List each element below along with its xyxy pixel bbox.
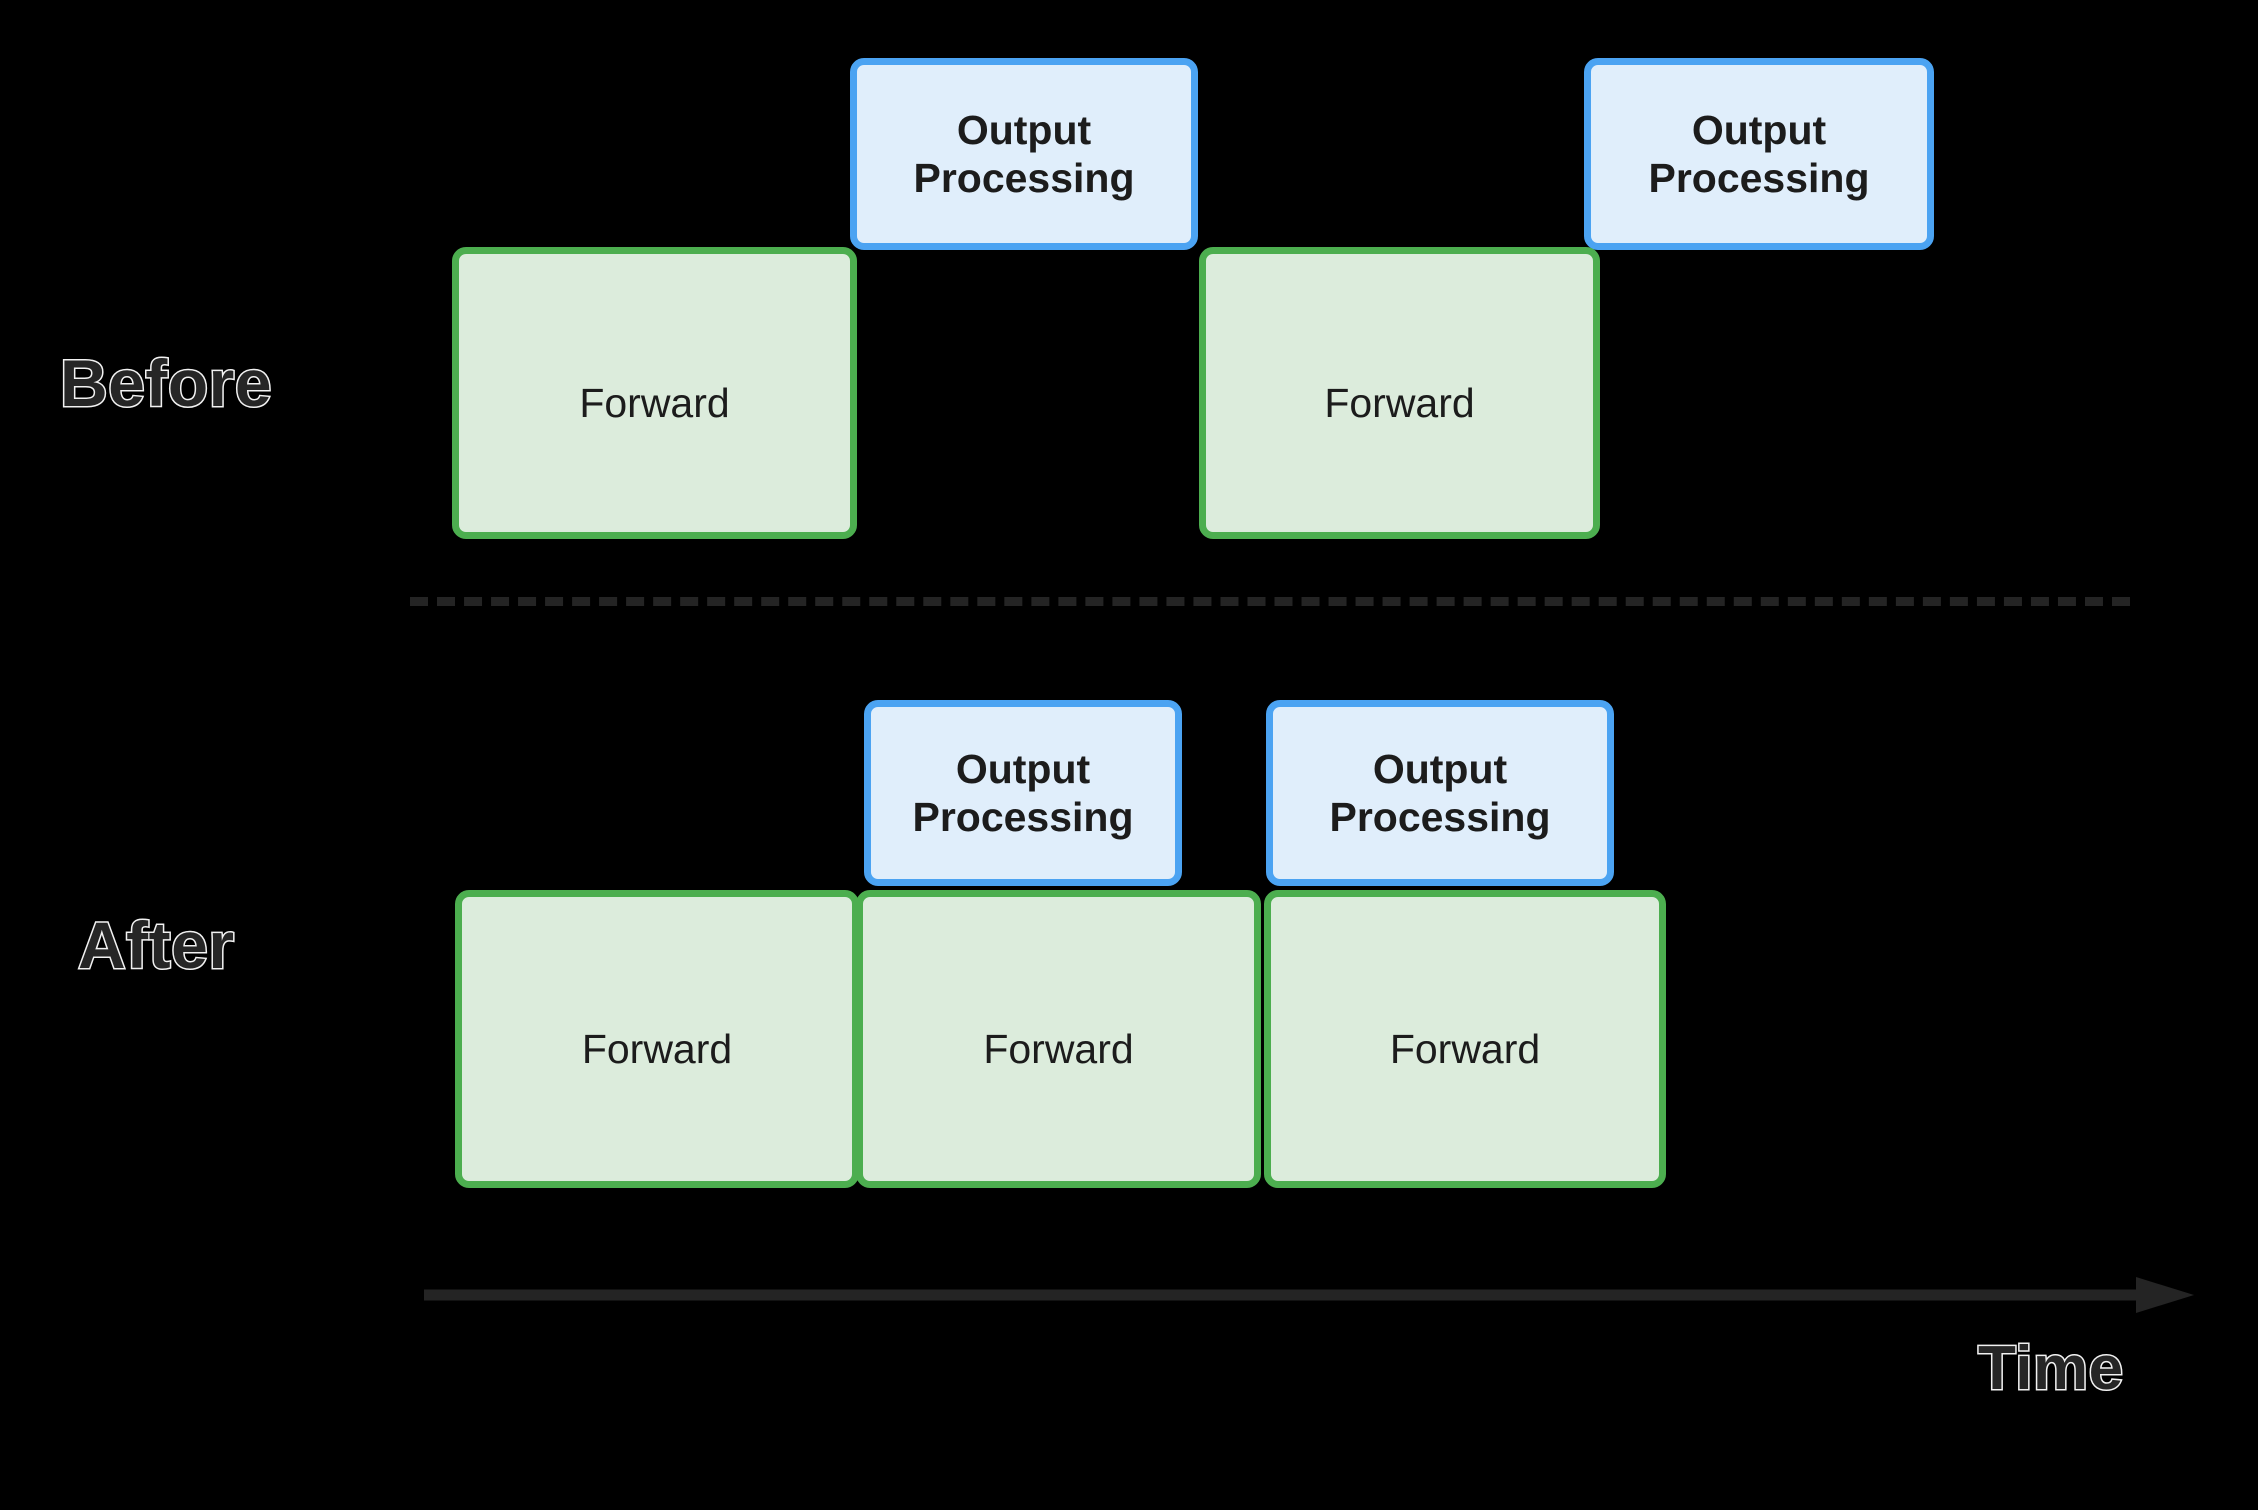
block-text: Forward <box>579 379 730 426</box>
output-line-2: Processing <box>1329 794 1551 840</box>
output-line-2: Processing <box>913 155 1135 201</box>
after-output-processing-block-1: Output Processing <box>864 700 1182 886</box>
output-line-1: Output <box>955 745 1091 792</box>
block-text: Output Processing <box>1648 106 1869 203</box>
after-forward-block-1: Forward <box>455 890 859 1188</box>
after-forward-block-2: Forward <box>856 890 1261 1188</box>
before-output-processing-block-2: Output Processing <box>1584 58 1934 250</box>
block-text: Output Processing <box>912 745 1133 842</box>
before-output-processing-block-1: Output Processing <box>850 58 1198 250</box>
after-forward-block-3: Forward <box>1264 890 1666 1188</box>
block-text: Forward <box>1389 1025 1541 1072</box>
output-line-1: Output <box>956 106 1092 153</box>
output-line-2: Processing <box>912 794 1134 840</box>
block-text: Forward <box>1324 379 1475 426</box>
time-axis-arrow <box>424 1277 2194 1313</box>
row-label-after: After <box>77 908 236 982</box>
block-text: Forward <box>581 1025 733 1072</box>
block-text: Forward <box>983 1025 1134 1072</box>
output-line-1: Output <box>1372 745 1508 792</box>
output-line-2: Processing <box>1648 155 1870 201</box>
before-forward-block-2: Forward <box>1199 247 1600 539</box>
section-divider <box>410 597 2130 606</box>
row-label-before: Before <box>58 346 273 420</box>
block-text: Output Processing <box>913 106 1134 203</box>
after-output-processing-block-2: Output Processing <box>1266 700 1614 886</box>
time-axis-label: Time <box>1977 1334 2125 1403</box>
output-line-1: Output <box>1691 106 1827 153</box>
before-forward-block-1: Forward <box>452 247 857 539</box>
block-text: Output Processing <box>1329 745 1550 842</box>
